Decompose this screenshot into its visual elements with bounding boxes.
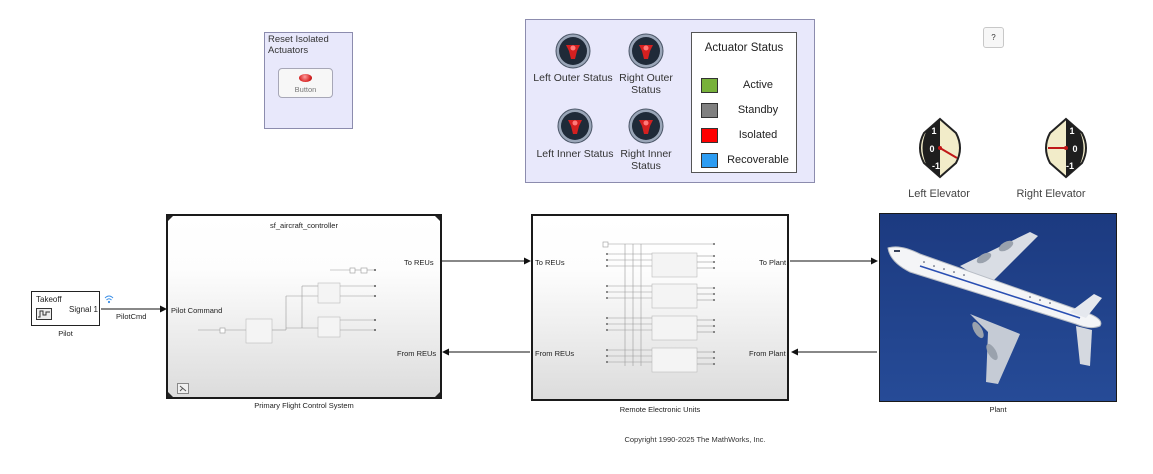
plant-block[interactable] xyxy=(879,213,1117,402)
reu-output-to-plant: To Plant xyxy=(759,258,787,267)
right-inner-status-lamp-icon[interactable] xyxy=(628,108,664,144)
actuator-status-legend: Actuator Status Active Standby Isolated … xyxy=(691,32,797,173)
pilot-output-port: Signal 1 xyxy=(69,305,98,314)
legend-label-isolated: Isolated xyxy=(738,129,778,141)
controller-chart-title: sf_aircraft_controller xyxy=(270,221,338,230)
left-gauge-tick-mid: 0 xyxy=(929,144,934,154)
left-elevator-gauge-icon: 1 0 -1 xyxy=(919,117,961,179)
legend-label-active: Active xyxy=(743,79,773,91)
reset-led-icon xyxy=(299,74,312,82)
controller-output-to-reus: To REUs xyxy=(404,258,434,267)
right-gauge-tick-mid: 0 xyxy=(1072,144,1077,154)
reu-caption: Remote Electronic Units xyxy=(619,405,701,414)
controller-caption: Primary Flight Control System xyxy=(254,401,354,410)
reset-isolated-actuators-panel: Reset Isolated Actuators Button xyxy=(264,32,353,129)
legend-swatch-active xyxy=(701,78,718,93)
left-gauge-tick-bottom: -1 xyxy=(932,161,940,171)
actuator-status-panel: Left Outer Status Right Outer Status Lef… xyxy=(525,19,815,183)
airplane-image xyxy=(880,214,1116,401)
reset-button[interactable]: Button xyxy=(278,68,333,98)
left-outer-status-label: Left Outer Status xyxy=(533,72,613,84)
legend-swatch-isolated xyxy=(701,128,718,143)
left-inner-status-lamp-icon[interactable] xyxy=(557,108,593,144)
controller-internal-diagram xyxy=(168,216,440,397)
signal-logging-icon[interactable] xyxy=(102,292,116,306)
pilot-scenario-title: Takeoff xyxy=(36,295,62,304)
controller-input-port: Pilot Command xyxy=(171,306,223,315)
controller-input-from-reus: From REUs xyxy=(397,349,437,358)
right-elevator-gauge-icon: 1 0 -1 xyxy=(1045,117,1087,179)
legend-title: Actuator Status xyxy=(704,42,784,54)
right-gauge-tick-top: 1 xyxy=(1069,126,1074,136)
pilotcmd-signal-label: PilotCmd xyxy=(116,312,147,321)
right-outer-status-label: Right Outer Status xyxy=(619,72,673,96)
legend-label-standby: Standby xyxy=(737,104,779,116)
reset-button-label: Button xyxy=(294,85,317,94)
pilot-caption: Pilot xyxy=(58,329,73,338)
remote-electronic-units-block[interactable]: To REUs From REUs To Plant From Plant xyxy=(531,214,789,401)
help-button[interactable]: ? xyxy=(983,27,1004,48)
right-inner-status-label: Right Inner Status xyxy=(620,148,672,172)
right-outer-status-lamp-icon[interactable] xyxy=(628,33,664,69)
pilot-block[interactable]: Takeoff Signal 1 xyxy=(31,291,100,326)
open-subsystem-icon[interactable] xyxy=(177,383,189,394)
right-elevator-label: Right Elevator xyxy=(1016,188,1086,200)
reu-input-from-plant: From Plant xyxy=(749,349,786,358)
primary-flight-control-block[interactable]: sf_aircraft_controller xyxy=(166,214,442,399)
left-outer-status-lamp-icon[interactable] xyxy=(555,33,591,69)
reu-internal-diagram xyxy=(602,241,715,373)
copyright-text: Copyright 1990-2025 The MathWorks, Inc. xyxy=(624,435,766,444)
reu-output-from-reus: From REUs xyxy=(535,349,575,358)
signal-builder-icon xyxy=(36,308,52,320)
left-elevator-label: Left Elevator xyxy=(908,188,970,200)
legend-label-recoverable: Recoverable xyxy=(727,154,789,166)
left-gauge-tick-top: 1 xyxy=(931,126,936,136)
reu-input-to-reus: To REUs xyxy=(535,258,565,267)
plant-caption: Plant xyxy=(989,405,1007,414)
left-inner-status-label: Left Inner Status xyxy=(536,148,614,160)
legend-swatch-standby xyxy=(701,103,718,118)
legend-swatch-recoverable xyxy=(701,153,718,168)
reset-panel-title: Reset Isolated Actuators xyxy=(268,34,329,56)
right-gauge-tick-bottom: -1 xyxy=(1066,161,1074,171)
